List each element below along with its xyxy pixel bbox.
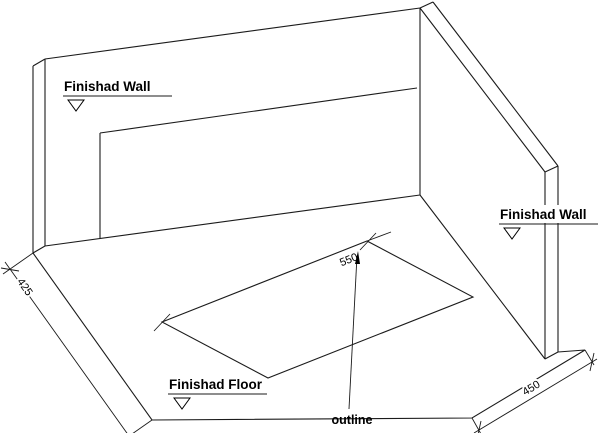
floor-edges	[32, 252, 586, 421]
right-wall-label-group: Finishad Wall	[496, 205, 599, 240]
floor-label-group: Finishad Floor	[168, 377, 267, 410]
right-wall-edges	[419, 1, 559, 360]
outline-leader-arrow	[348, 251, 360, 410]
dimension-450: 450	[471, 349, 598, 433]
floor-plane	[32, 252, 586, 421]
right-wall-level-icon	[503, 227, 521, 240]
dimension-425: 425	[0, 252, 153, 433]
back-wall-inner-panel	[99, 87, 418, 238]
dimension-450-text: 450	[520, 379, 542, 399]
right-wall-label-mask	[496, 205, 599, 223]
right-wall-label: Finishad Wall	[500, 207, 587, 222]
floor-label: Finishad Floor	[169, 377, 263, 392]
back-wall-edges	[44, 7, 421, 247]
inner-panel-edges	[99, 87, 418, 238]
left-wall-level-icon	[67, 99, 85, 112]
leader-line	[348, 255, 358, 410]
left-wall-slab	[32, 58, 46, 254]
outline-parallelogram	[160, 240, 475, 379]
outline-label: outline	[332, 413, 373, 427]
right-wall-slab	[419, 1, 559, 360]
dimension-425-lines	[0, 252, 153, 433]
left-wall-label-group: Finishad Wall	[63, 79, 172, 112]
dimension-550-ticks	[153, 231, 392, 332]
floor-outline-shape	[160, 240, 475, 379]
outline-label-group: outline	[332, 413, 373, 427]
left-wall-label: Finishad Wall	[64, 79, 151, 94]
floor-level-icon	[173, 397, 191, 410]
left-wall-slab-edges	[32, 58, 46, 254]
back-wall	[44, 7, 421, 247]
dimension-450-lines	[471, 349, 598, 433]
leader-arrowhead-icon	[355, 251, 360, 264]
